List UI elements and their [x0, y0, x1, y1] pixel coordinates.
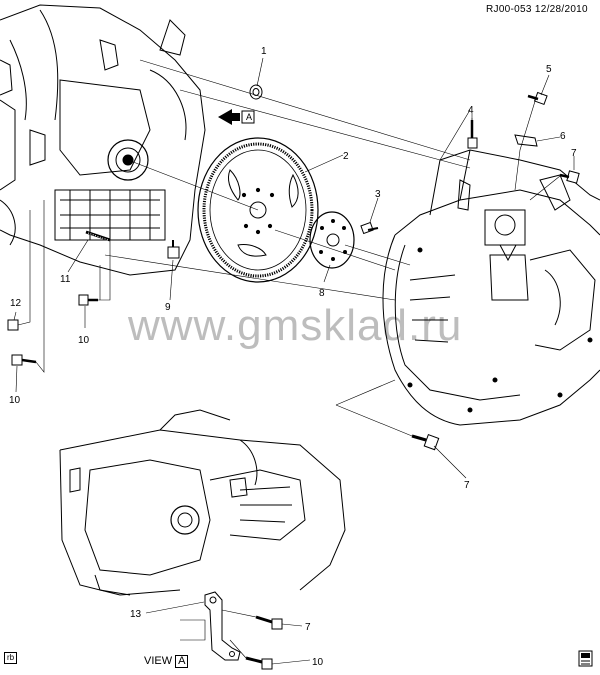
bolt-3 — [360, 221, 379, 235]
callout-10c: 10 — [312, 657, 324, 668]
diagram-reference: RJ00-053 12/28/2010 — [486, 4, 588, 15]
callout-7a: 7 — [571, 148, 577, 159]
callout-3: 3 — [375, 189, 381, 200]
bolt-5 — [527, 91, 548, 106]
flywheel — [197, 137, 319, 283]
nut-12 — [7, 319, 19, 331]
callout-6: 6 — [560, 131, 566, 142]
document-corner-icon — [578, 650, 593, 667]
view-label-tag: A — [175, 655, 189, 668]
shield-bracket — [204, 591, 241, 661]
stud-11 — [85, 230, 111, 242]
reference-code: RJ00-053 — [486, 4, 532, 15]
callout-4: 4 — [468, 105, 474, 116]
bolt-10-left — [11, 354, 37, 366]
bolt-10-inset — [245, 656, 273, 670]
callout-1: 1 — [261, 46, 267, 57]
arrow-tag-letter: A — [245, 112, 252, 122]
alignment-lines — [17, 59, 561, 659]
view-label-text: VIEW — [144, 655, 173, 667]
callout-7b: 7 — [464, 480, 470, 491]
callouts: 1 2 3 4 5 6 7 7 8 9 10 10 11 12 13 7 10 — [9, 46, 577, 668]
bolt-4 — [467, 118, 478, 149]
callout-13: 13 — [130, 609, 142, 620]
corner-tag: rb — [4, 652, 18, 664]
callout-5: 5 — [546, 64, 552, 75]
bolt-7-lower — [411, 434, 440, 451]
callout-9: 9 — [165, 302, 171, 313]
bolt-7-inset — [255, 615, 283, 630]
watermark: www.gmsklad.ru — [127, 301, 462, 350]
callout-12: 12 — [10, 298, 22, 309]
engine-block — [0, 4, 206, 276]
dowel-spacer — [249, 84, 263, 100]
flywheel-reinforcement-plate — [309, 211, 355, 269]
bolt-9 — [167, 240, 180, 259]
callout-7c: 7 — [305, 622, 311, 633]
view-direction-arrow — [218, 109, 255, 125]
callout-10b: 10 — [9, 395, 21, 406]
transaxle-housing — [382, 149, 600, 426]
bolt-7-upper — [559, 170, 580, 184]
reference-date: 12/28/2010 — [534, 4, 588, 15]
callout-8: 8 — [319, 288, 325, 299]
leader-lines — [13, 57, 575, 665]
view-a-inset — [59, 409, 346, 596]
callout-11: 11 — [60, 274, 71, 285]
callout-2: 2 — [343, 151, 349, 162]
bolt-10-upper — [78, 294, 98, 306]
clip-6 — [514, 134, 538, 147]
callout-10a: 10 — [78, 335, 90, 346]
